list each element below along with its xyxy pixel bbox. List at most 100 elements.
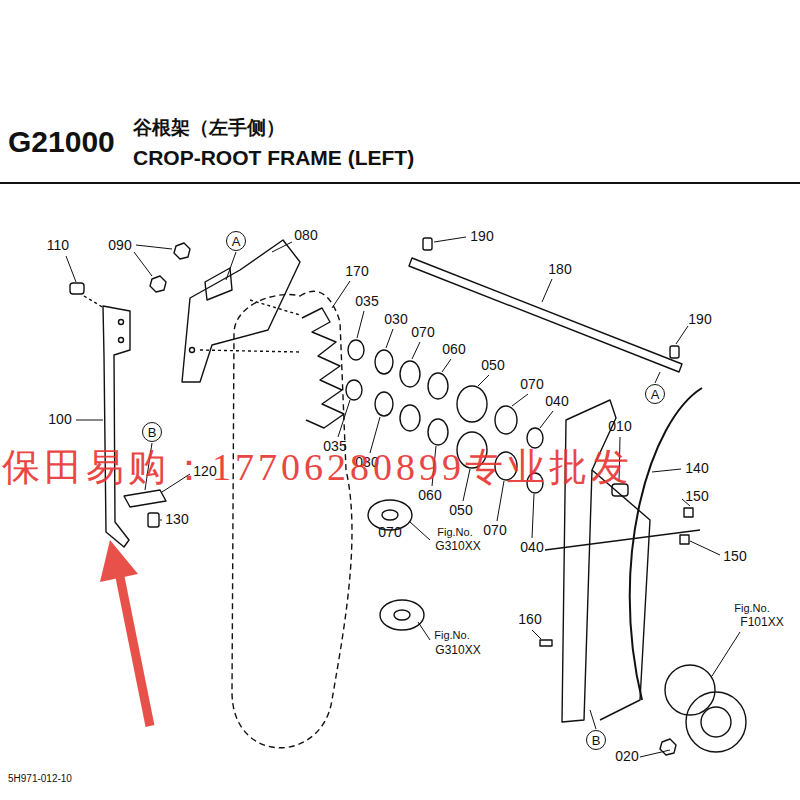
- callout-number: 150: [685, 489, 708, 504]
- leader-line: [712, 632, 740, 676]
- axis-line: [200, 350, 300, 352]
- callout-number: 070: [520, 377, 543, 392]
- callout-number: 160: [518, 612, 541, 627]
- bearing-part: [375, 392, 393, 416]
- nut-symbol: [174, 243, 190, 259]
- leader-line: [655, 372, 660, 383]
- bracket-part: [124, 490, 166, 507]
- callout-number: 060: [442, 342, 465, 357]
- ring-part: [457, 386, 487, 422]
- leader-line: [442, 359, 451, 372]
- leader-line: [478, 375, 489, 386]
- watermark: 保田易购：17706280899专业批发: [2, 447, 633, 489]
- axis-line: [250, 300, 300, 315]
- reference-circle: B: [142, 422, 162, 442]
- washer-part: [346, 380, 362, 400]
- rod-part: [103, 306, 130, 547]
- callout-number: G310XX: [435, 644, 480, 657]
- callout-number: 190: [688, 312, 711, 327]
- reference-circle: A: [226, 231, 246, 251]
- bolt-symbol: [670, 346, 679, 358]
- arrow-shaft: [119, 572, 150, 726]
- callout-number: 110: [47, 238, 69, 253]
- cable-part: [630, 388, 702, 700]
- washer-part: [348, 340, 364, 360]
- gearbox-part: [701, 707, 731, 737]
- leader-lines: [66, 237, 740, 757]
- leader-line: [652, 469, 681, 472]
- callout-number: 090: [108, 238, 131, 253]
- ring-part: [400, 361, 420, 387]
- leader-line: [540, 411, 553, 428]
- callout-number: 150: [723, 549, 746, 564]
- pulley-part: [380, 600, 424, 630]
- callout-number: 5H971-012-10: [8, 773, 72, 784]
- callout-number: 100: [48, 412, 71, 427]
- callout-number: 050: [449, 503, 472, 518]
- bolt-symbol: [70, 283, 84, 294]
- callout-number: 040: [520, 540, 543, 555]
- leader-line: [590, 710, 596, 729]
- leader-line: [66, 256, 76, 282]
- reference-letter: B: [592, 734, 601, 747]
- callout-number: 040: [545, 394, 568, 409]
- hole: [119, 338, 124, 343]
- callout-number: G310XX: [435, 540, 480, 553]
- belt-outline: [232, 291, 352, 747]
- bracket-window: [205, 268, 232, 300]
- shaft-part: [409, 258, 682, 372]
- leader-line: [512, 394, 528, 406]
- callout-number: 130: [165, 512, 188, 527]
- ring-part: [400, 405, 420, 431]
- leader-line: [160, 520, 162, 521]
- header-rule: [0, 182, 800, 184]
- nut-symbol: [150, 276, 166, 292]
- callout-number: 140: [685, 461, 708, 476]
- frame-part: [592, 470, 650, 720]
- bolt-symbol: [148, 513, 159, 527]
- leader-line: [386, 329, 393, 348]
- callout-number: 190: [470, 229, 493, 244]
- callout-number: 180: [548, 262, 571, 277]
- leader-line: [412, 342, 420, 359]
- leader-line: [226, 252, 236, 280]
- gearbox-part: [686, 692, 746, 752]
- leader-line: [272, 242, 292, 252]
- reference-circle: B: [586, 730, 606, 750]
- title-text: CROP-ROOT FRAME (LEFT): [133, 146, 414, 169]
- leader-line: [532, 630, 541, 639]
- bearing-part: [375, 350, 393, 374]
- callout-number: 010: [608, 419, 631, 434]
- leader-line: [332, 281, 350, 308]
- callout-number: Fig.No.: [434, 629, 469, 641]
- heading-text: 谷根架（左手侧）: [133, 118, 285, 139]
- callout-number: 020: [615, 749, 638, 764]
- hole: [119, 320, 124, 325]
- nut-symbol: [660, 739, 676, 755]
- leader-line: [434, 237, 466, 242]
- pulley-part: [394, 610, 410, 620]
- callout-number: 030: [384, 312, 407, 327]
- washer-part: [527, 428, 543, 448]
- reference-letter: A: [232, 235, 241, 248]
- reference-letter: A: [651, 388, 660, 401]
- bolt-symbol: [540, 640, 552, 646]
- leader-line: [532, 494, 534, 538]
- callout-number: 170: [345, 264, 368, 279]
- callout-number: 080: [294, 228, 317, 243]
- arrow-head: [100, 540, 138, 582]
- reference-circle: A: [645, 384, 665, 404]
- leader-line: [640, 750, 670, 757]
- reference-letter: B: [148, 426, 157, 439]
- pulley-part: [382, 510, 398, 520]
- callout-number: 070: [378, 525, 401, 540]
- bearing-part: [428, 373, 448, 399]
- callout-number: F101XX: [740, 616, 783, 629]
- leader-line: [418, 622, 430, 640]
- bracket-part: [182, 240, 300, 382]
- heading-text: G21000: [8, 125, 115, 158]
- frame-rod: [545, 530, 700, 550]
- callout-number: Fig.No.: [734, 602, 769, 614]
